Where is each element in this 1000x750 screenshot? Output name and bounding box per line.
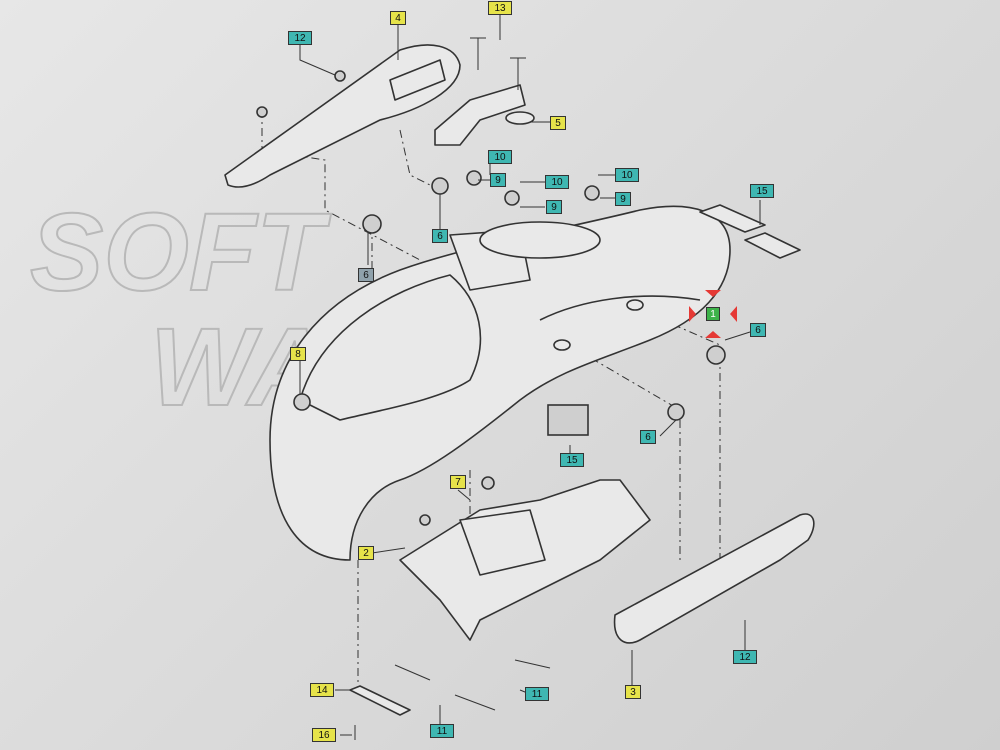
callout-7[interactable]: 7	[450, 475, 466, 489]
callout-3[interactable]: 3	[625, 685, 641, 699]
callout-15-center[interactable]: 15	[560, 453, 584, 467]
callout-12-top[interactable]: 12	[288, 31, 312, 45]
callout-9-c[interactable]: 9	[615, 192, 631, 206]
leader-lines	[299, 15, 761, 736]
lower-frame-bracket	[399, 479, 651, 641]
rubber-pads	[699, 204, 801, 259]
license-plate-bracket	[349, 685, 411, 716]
right-grab-rail	[613, 513, 815, 644]
callout-14[interactable]: 14	[310, 683, 334, 697]
callout-11-right[interactable]: 11	[525, 687, 549, 701]
screws	[354, 37, 551, 740]
callout-13[interactable]: 13	[488, 1, 512, 15]
watermark-line1: SOFT	[30, 191, 331, 314]
callout-9-a[interactable]: 9	[490, 173, 506, 187]
left-grab-rail	[224, 44, 461, 188]
callout-10-b[interactable]: 10	[545, 175, 569, 189]
callout-4[interactable]: 4	[390, 11, 406, 25]
rear-body-shell	[269, 205, 731, 561]
callout-15-top[interactable]: 15	[750, 184, 774, 198]
callout-11-bottom[interactable]: 11	[430, 724, 454, 738]
callout-16[interactable]: 16	[312, 728, 336, 742]
callout-2[interactable]: 2	[358, 546, 374, 560]
selection-marker	[689, 290, 737, 338]
grommets	[256, 70, 726, 526]
callout-6-right[interactable]: 6	[750, 323, 766, 337]
callout-6-left[interactable]: 6	[358, 268, 374, 282]
callout-12-bottom[interactable]: 12	[733, 650, 757, 664]
callout-8[interactable]: 8	[290, 347, 306, 361]
callout-10-c[interactable]: 10	[615, 168, 639, 182]
callout-5[interactable]: 5	[550, 116, 566, 130]
callout-6-lower[interactable]: 6	[640, 430, 656, 444]
callout-6-upper[interactable]: 6	[432, 229, 448, 243]
callout-9-b[interactable]: 9	[546, 200, 562, 214]
upper-bracket	[434, 84, 535, 146]
callout-10-a[interactable]: 10	[488, 150, 512, 164]
callout-1-selected[interactable]: 1	[706, 307, 720, 321]
